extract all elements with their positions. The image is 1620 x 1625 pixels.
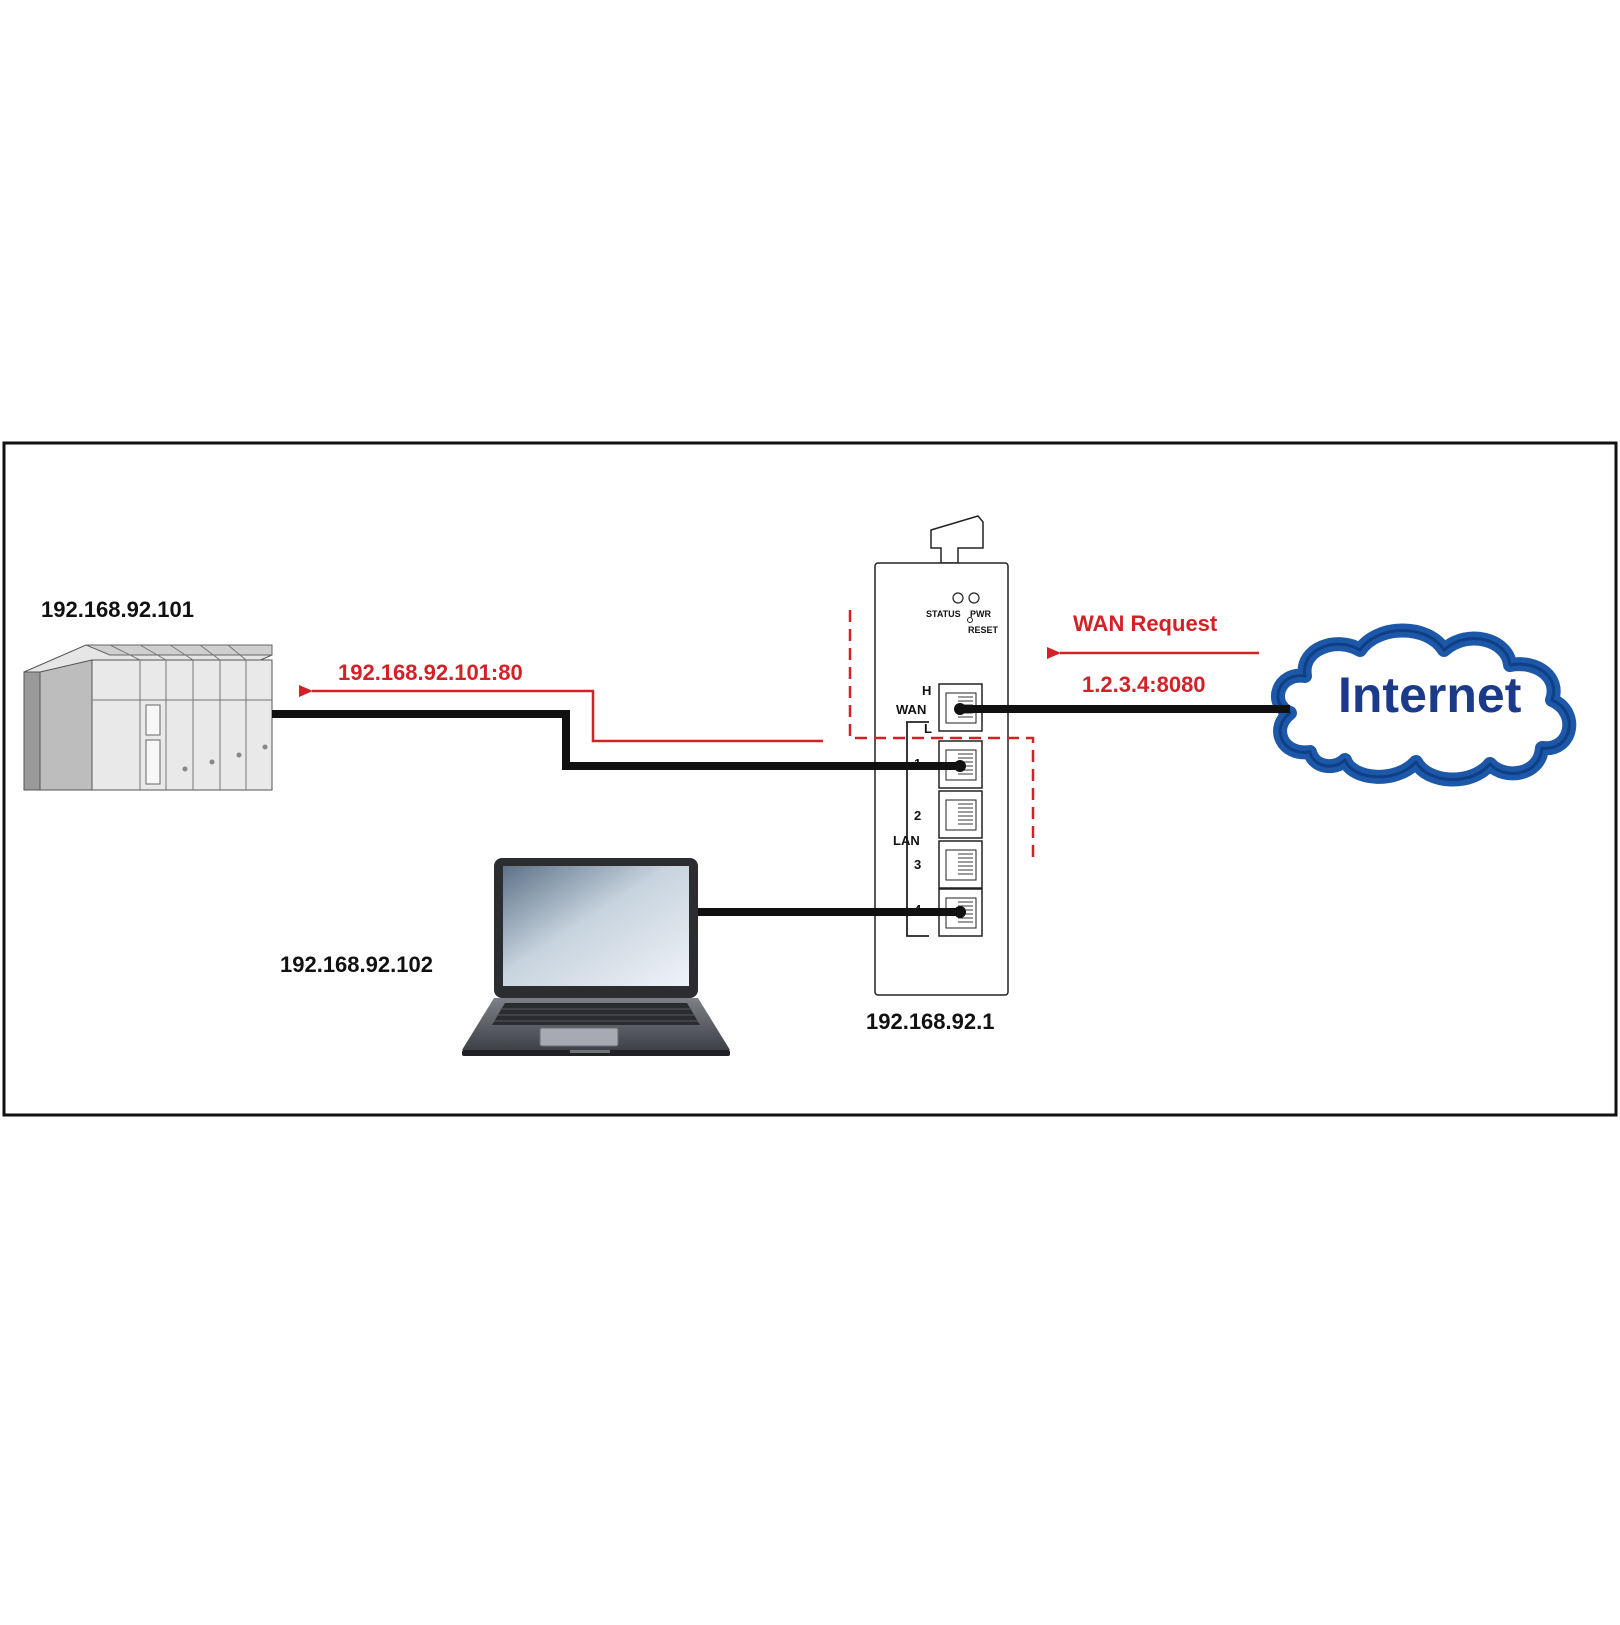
forwarding-zone-dashed: [848, 610, 1035, 858]
lan-port-2: [938, 790, 983, 839]
wan-label: WAN: [896, 702, 926, 717]
plc-ip-label: 192.168.92.101: [41, 597, 194, 622]
lan-label: LAN: [893, 833, 920, 848]
status-led-label: STATUS: [926, 609, 961, 619]
internet-cloud: [1271, 623, 1577, 787]
forward-target-label: 192.168.92.101:80: [338, 660, 523, 685]
plug-lan1: [954, 760, 966, 772]
router-ip-label: 192.168.92.1: [866, 1009, 994, 1034]
lan-port-3-number: 3: [914, 857, 921, 872]
wan-l-label: L: [924, 721, 932, 736]
pwr-led-label: PWR: [970, 609, 991, 619]
diagram-frame: [2, 441, 1618, 1117]
forward-arrow: [299, 685, 823, 743]
plc-device: [23, 644, 273, 791]
cables: [272, 705, 1290, 916]
lan-port-2-number: 2: [914, 808, 921, 823]
laptop-ip-label: 192.168.92.102: [280, 952, 433, 977]
internet-label: Internet: [1338, 667, 1522, 723]
cable-plc-lan1: [272, 710, 960, 770]
wan-request-address: 1.2.3.4:8080: [1082, 672, 1206, 697]
laptop-device: [462, 858, 730, 1056]
reset-label: RESET: [968, 625, 999, 635]
lan-port-3: [938, 840, 983, 889]
plug-wan: [954, 703, 966, 715]
wan-request-label: WAN Request: [1073, 611, 1218, 636]
router-device: [874, 515, 1009, 996]
plug-lan4: [954, 906, 966, 918]
wan-h-label: H: [922, 683, 931, 698]
